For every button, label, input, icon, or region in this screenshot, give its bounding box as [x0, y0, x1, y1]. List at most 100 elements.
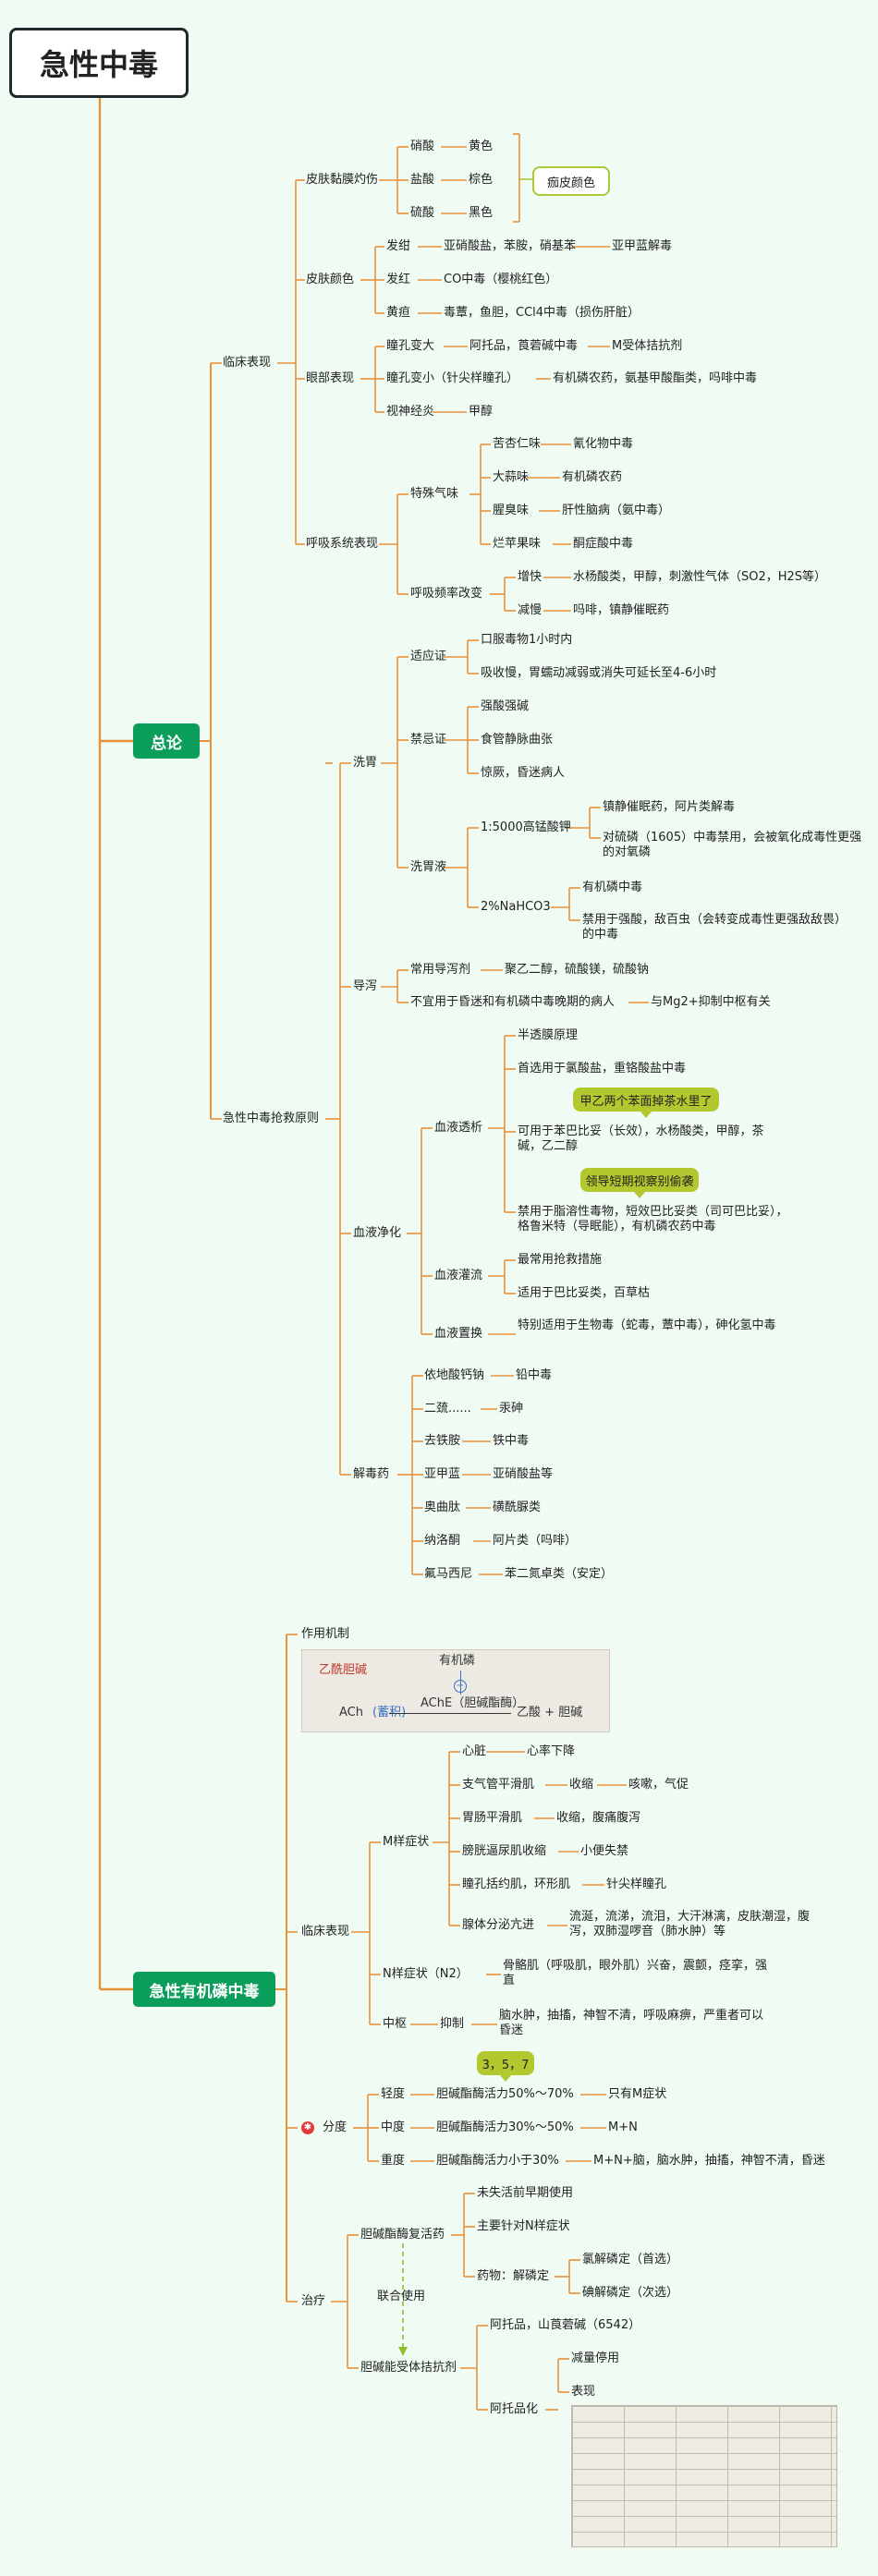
- node-iron: 铁中毒: [493, 1434, 530, 1448]
- node-dialysis: 血液透析: [434, 1121, 483, 1135]
- node-dia1: 半透膜原理: [518, 1028, 579, 1042]
- node-brown: 棕色: [469, 173, 494, 187]
- hand-enzyme: AChE（胆碱酯酶）: [421, 1696, 525, 1710]
- hand-arrow: [389, 1713, 511, 1714]
- node-nitric: 硝酸: [410, 140, 435, 153]
- node-pin: 针尖样瞳孔: [606, 1877, 667, 1891]
- node-n-v: 骨骼肌（呼吸肌，眼外肌）兴奋，震颤，痉挛，强直: [503, 1959, 768, 1987]
- node-purge-drug-v: 聚乙二醇，硫酸镁，硫酸钠: [505, 963, 650, 977]
- node-benzo: 苯二氮卓类（安定）: [505, 1567, 614, 1581]
- node-ind1: 口服毒物1小时内: [481, 633, 573, 647]
- node-r1: 未失活前早期使用: [477, 2186, 574, 2200]
- node-slow: 减慢: [518, 603, 543, 617]
- node-nitrite: 亚硝酸盐等: [493, 1467, 554, 1481]
- node-contract: 收缩: [569, 1778, 594, 1792]
- node-skin-burn: 皮肤黏膜灼伤: [306, 173, 379, 187]
- node-jaundice-cause: 毒蕈，鱼胆，CCl4中毒（损伤肝脏）: [444, 306, 640, 320]
- node-co: CO中毒（樱桃红色）: [444, 273, 558, 286]
- node-cyanosis: 发绀: [386, 239, 411, 253]
- node-liquid: 洗胃液: [410, 860, 447, 874]
- node-reactivator: 胆碱酯酶复活药: [360, 2228, 445, 2242]
- node-con1: 强酸强碱: [481, 699, 530, 713]
- node-pupil: 瞳孔括约肌，环形肌: [462, 1877, 571, 1891]
- node-sulfuric: 硫酸: [410, 206, 435, 220]
- node-heart-v: 心率下降: [527, 1744, 576, 1758]
- node-slow-cause: 吗啡，镇静催眠药: [573, 603, 670, 617]
- node-kmno4-a: 镇静催眠药，阿片类解毒: [603, 800, 736, 814]
- hand-op-label: 有机磷: [439, 1654, 476, 1668]
- node-mild-s: 只有M症状: [608, 2087, 667, 2101]
- node-edta: 依地酸钙钠: [424, 1368, 485, 1382]
- node-lead: 铅中毒: [516, 1368, 553, 1382]
- node-ketoacid: 酮症酸中毒: [573, 537, 634, 551]
- table-grid: [572, 2406, 836, 2546]
- node-eye: 眼部表现: [306, 371, 355, 385]
- node-methanol: 甲醇: [469, 405, 494, 419]
- node-odor: 特殊气味: [410, 487, 459, 501]
- section-general[interactable]: 总论: [133, 723, 200, 759]
- node-ind2: 吸收慢，胃蠕动减弱或消失可延长至4-6小时: [481, 666, 717, 680]
- node-naloxone: 纳洛酮: [424, 1534, 461, 1548]
- node-mb: 亚甲蓝: [424, 1467, 461, 1481]
- node-bronch: 支气管平滑肌: [462, 1778, 535, 1792]
- node-redness: 发红: [386, 273, 411, 286]
- node-a1: 阿托品，山莨菪碱（6542）: [490, 2318, 641, 2332]
- node-mild: 轻度: [381, 2087, 406, 2101]
- node-a2: 减量停用: [571, 2351, 620, 2365]
- node-optic: 视神经炎: [386, 405, 435, 419]
- node-purge-no-v: 与Mg2+抑制中枢有关: [651, 995, 771, 1009]
- mnemonic-callout-2: 领导短期视察别偷袭: [580, 1168, 699, 1198]
- node-per1: 最常用抢救措施: [518, 1253, 603, 1267]
- node-skin-color: 皮肤颜色: [306, 273, 355, 286]
- node-hydrochloric: 盐酸: [410, 173, 435, 187]
- node-gland-v: 流涎，流涕，流泪，大汗淋漓，皮肤潮湿，腹泻，双肺湿啰音（肺水肿）等: [569, 1910, 811, 1938]
- hand-ach-label: 乙酰胆碱: [319, 1663, 368, 1677]
- handwritten-table-image: [571, 2405, 837, 2547]
- node-op-pest: 有机磷农药: [562, 470, 623, 484]
- node-flumaz: 氟马西尼: [424, 1567, 473, 1581]
- node-a3: 表现: [571, 2385, 596, 2399]
- node-op-clinical: 临床表现: [301, 1925, 350, 1938]
- hand-ach-accum: ACh: [339, 1706, 363, 1719]
- node-indication: 适应证: [410, 650, 447, 663]
- node-miosis: 瞳孔变小（针尖样瞳孔）: [386, 371, 519, 385]
- node-contra: 禁忌证: [410, 733, 447, 747]
- node-gi: 胃肠平滑肌: [462, 1811, 523, 1825]
- node-m-blocker: M受体拮抗剂: [612, 339, 683, 353]
- node-miosis-cause: 有机磷农药，氨基甲酸酯类，吗啡中毒: [553, 371, 758, 385]
- node-mild-v: 胆碱酯酶活力50%～70%: [436, 2087, 574, 2101]
- node-apple: 烂苹果味: [493, 537, 542, 551]
- node-n-sym: N样症状（N2）: [383, 1967, 469, 1981]
- hand-accum: (蓄积): [372, 1706, 407, 1719]
- node-r2: 主要针对N样症状: [477, 2219, 570, 2233]
- section-organophosphate[interactable]: 急性有机磷中毒: [133, 1972, 275, 2007]
- node-r3b: 碘解磷定（次选）: [582, 2286, 679, 2300]
- node-mydriasis: 瞳孔变大: [386, 339, 435, 353]
- node-rate: 呼吸频率改变: [410, 587, 483, 601]
- node-gland: 腺体分泌亢进: [462, 1918, 535, 1932]
- node-rescue: 急性中毒抢救原则: [223, 1112, 320, 1125]
- node-lavage: 洗胃: [353, 756, 378, 770]
- node-purge-no: 不宜用于昏迷和有机磷中毒晚期的病人: [410, 995, 616, 1009]
- tag-scab-color: 痂皮颜色: [532, 166, 610, 196]
- node-bladder: 膀胱逼尿肌收缩: [462, 1844, 547, 1858]
- node-rotten: 腥臭味: [493, 504, 530, 517]
- node-grade: 分度: [323, 2120, 348, 2134]
- star-badge-icon: ✱: [301, 2121, 314, 2134]
- node-garlic: 大蒜味: [493, 470, 530, 484]
- node-methylene: 亚甲蓝解毒: [612, 239, 673, 253]
- node-jaundice: 黄疸: [386, 306, 411, 320]
- node-gi-v: 收缩，腹痛腹泻: [556, 1811, 641, 1825]
- node-fast-cause: 水杨酸类，甲醇，刺激性气体（SO2，H2S等）: [573, 570, 827, 584]
- dashed-arrow-head: [398, 2347, 408, 2356]
- node-blood: 血液净化: [353, 1226, 402, 1240]
- node-thio: 奥曲肽: [424, 1501, 461, 1514]
- node-perfusion: 血液灌流: [434, 1269, 483, 1282]
- node-dia3: 可用于苯巴比妥（长效），水杨酸类，甲醇，茶碱，乙二醇: [518, 1124, 764, 1153]
- node-mercury: 汞砷: [499, 1402, 524, 1416]
- node-defer: 去铁胺: [424, 1434, 461, 1448]
- node-sev-v: 胆碱酯酶活力小于30%: [436, 2154, 559, 2168]
- node-antidote: 解毒药: [353, 1467, 390, 1481]
- node-dia2: 首选用于氯酸盐，重铬酸盐中毒: [518, 1062, 687, 1075]
